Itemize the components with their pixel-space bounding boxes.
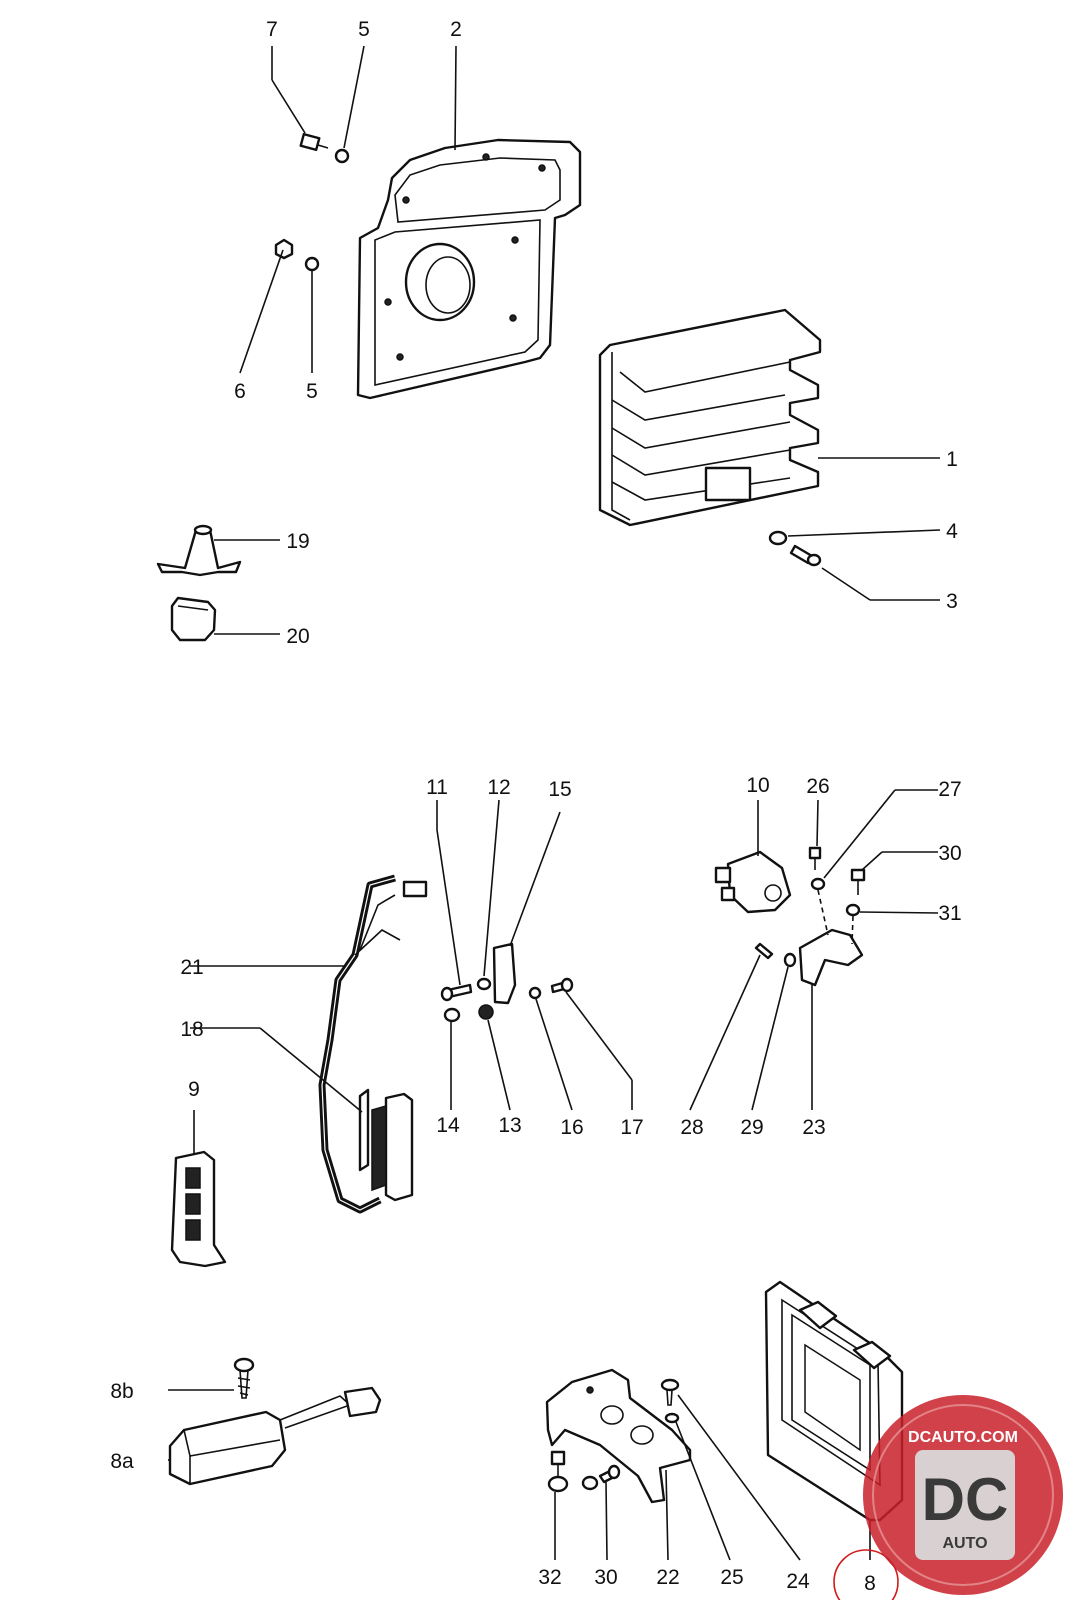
highlight-circle-8 xyxy=(833,1549,899,1600)
label-19: 19 xyxy=(286,530,309,553)
logo-initials: DC xyxy=(922,1466,1009,1533)
part-1-heat-sink xyxy=(598,308,822,527)
label-22: 22 xyxy=(656,1566,679,1589)
part-4-washer xyxy=(768,530,788,546)
hardware-11-17 xyxy=(440,942,574,1023)
label-28: 28 xyxy=(680,1116,703,1139)
label-9: 9 xyxy=(188,1078,200,1101)
label-6: 6 xyxy=(234,380,246,403)
label-27: 27 xyxy=(938,778,961,801)
part-18-terminal-block xyxy=(358,1088,414,1202)
label-3: 3 xyxy=(946,590,958,613)
label-30-upper: 30 xyxy=(938,842,961,865)
label-29: 29 xyxy=(740,1116,763,1139)
label-1: 1 xyxy=(946,448,958,471)
label-8: 8 xyxy=(864,1572,876,1595)
label-24: 24 xyxy=(786,1570,810,1593)
label-32: 32 xyxy=(538,1566,561,1589)
part-6-nut xyxy=(274,238,294,260)
label-5-top: 5 xyxy=(358,18,370,41)
label-8b: 8b xyxy=(110,1380,133,1403)
label-17: 17 xyxy=(620,1116,643,1139)
label-25: 25 xyxy=(720,1566,743,1589)
label-4: 4 xyxy=(946,520,958,543)
label-30-lower: 30 xyxy=(594,1566,617,1589)
logo-site-text: DCAUTO.COM xyxy=(908,1429,1018,1446)
label-23: 23 xyxy=(802,1116,825,1139)
part-10-rotary-switch xyxy=(714,850,792,914)
part-22-bracket xyxy=(545,1368,692,1504)
part-8b-screw xyxy=(233,1357,255,1399)
label-31: 31 xyxy=(938,902,961,925)
label-13: 13 xyxy=(498,1114,521,1137)
part-23-bracket xyxy=(798,928,864,987)
part-3-screw xyxy=(789,544,822,567)
label-20: 20 xyxy=(286,625,309,648)
dcauto-watermark-logo: DCAUTO.COM DC AUTO xyxy=(863,1395,1063,1595)
part-5-washer-lower xyxy=(304,256,320,272)
part-8a-relay xyxy=(168,1386,382,1486)
label-16: 16 xyxy=(560,1116,583,1139)
part-5-washer-upper xyxy=(334,148,350,164)
label-8a: 8a xyxy=(110,1450,134,1473)
label-14: 14 xyxy=(436,1114,460,1137)
label-10: 10 xyxy=(746,774,769,797)
logo-word: AUTO xyxy=(942,1535,987,1552)
label-2: 2 xyxy=(450,18,462,41)
label-12: 12 xyxy=(487,776,510,799)
label-18: 18 xyxy=(180,1018,203,1041)
part-7-bolt xyxy=(299,132,329,152)
hardware-22-group xyxy=(547,1378,680,1493)
label-5-bottom: 5 xyxy=(306,380,318,403)
label-26: 26 xyxy=(806,775,829,798)
hardware-26-31 xyxy=(754,846,866,968)
part-20-plug xyxy=(170,596,217,642)
label-15: 15 xyxy=(548,778,571,801)
label-7: 7 xyxy=(266,18,278,41)
part-2-mounting-plate xyxy=(356,138,582,400)
label-11: 11 xyxy=(426,776,448,799)
callout-labels: 7 5 2 6 5 1 4 3 19 20 11 12 15 10 26 27 … xyxy=(110,18,961,1595)
label-21: 21 xyxy=(180,956,203,979)
part-9-grille xyxy=(170,1150,227,1268)
part-19-cone-clip xyxy=(156,524,242,577)
